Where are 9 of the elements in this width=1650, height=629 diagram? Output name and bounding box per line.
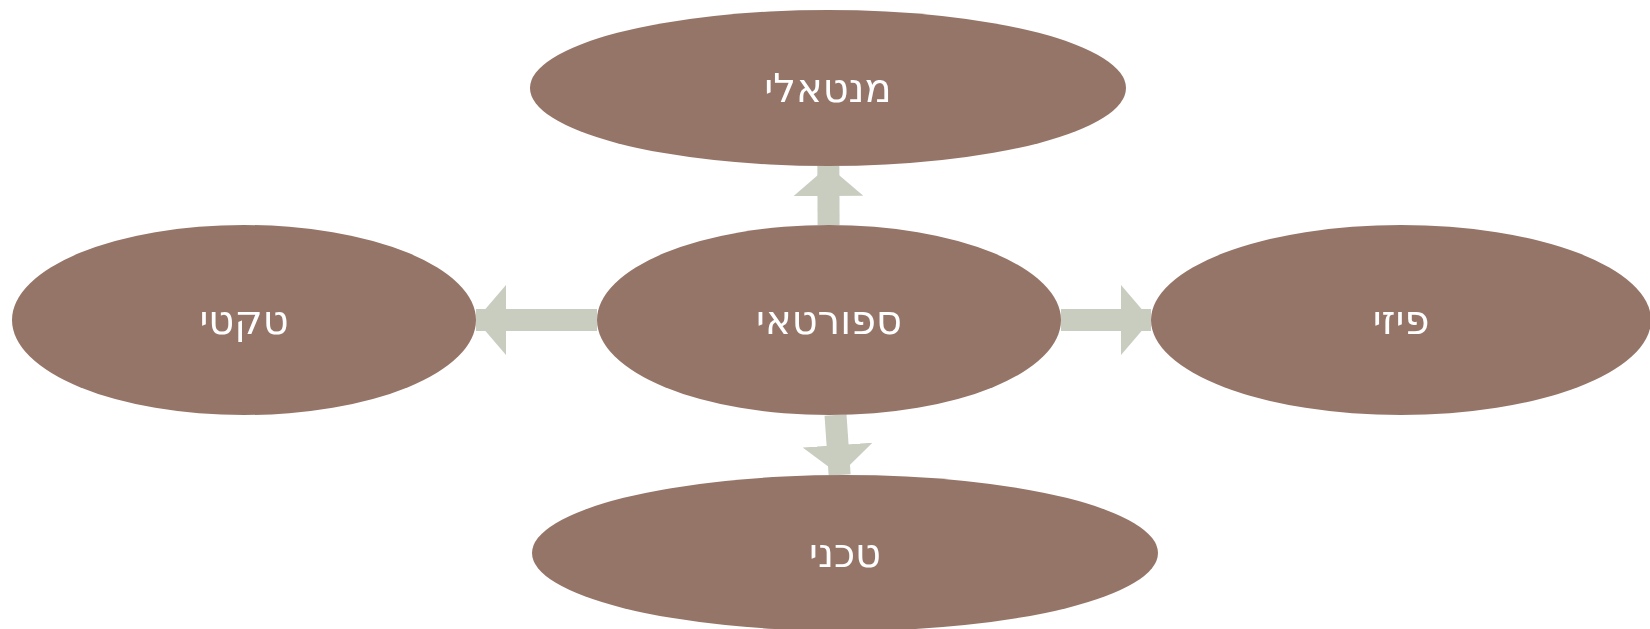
node-label: טכני (808, 530, 882, 576)
block-arrow (476, 285, 597, 355)
block-arrow (1061, 285, 1151, 355)
block-arrow (802, 414, 873, 476)
block-arrow (793, 165, 864, 226)
node-label: מנטאלי (764, 65, 892, 111)
node-label: טקטי (199, 297, 289, 343)
node-label: ספורטאי (755, 297, 902, 343)
node-label: פיזי (1372, 297, 1430, 343)
